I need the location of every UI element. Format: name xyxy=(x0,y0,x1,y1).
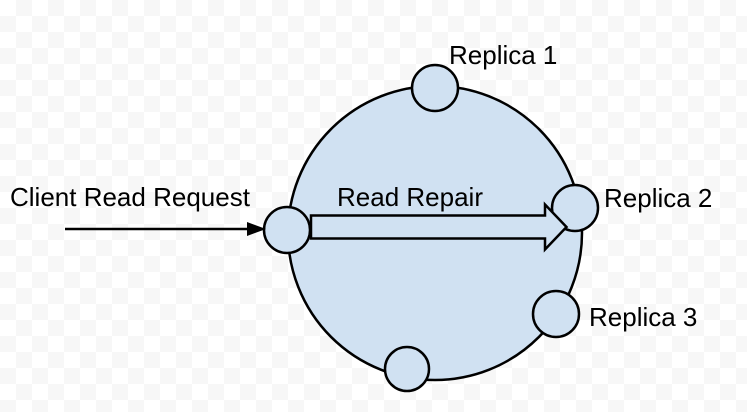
coordinator-node xyxy=(262,205,312,255)
bottom-node xyxy=(383,345,431,393)
replica-3-label: Replica 3 xyxy=(589,302,697,332)
read-repair-label: Read Repair xyxy=(337,182,483,212)
replica-2-label: Replica 2 xyxy=(604,183,712,213)
replica-3-node xyxy=(531,289,581,339)
client-read-request-label: Client Read Request xyxy=(10,182,251,212)
client-read-request-arrowhead-icon xyxy=(247,222,266,236)
replica-1-label: Replica 1 xyxy=(449,40,557,70)
replica-1-node xyxy=(410,63,460,113)
read-repair-arrow xyxy=(309,201,569,253)
replica-2-node xyxy=(550,183,600,233)
client-read-request-arrow xyxy=(65,222,266,236)
